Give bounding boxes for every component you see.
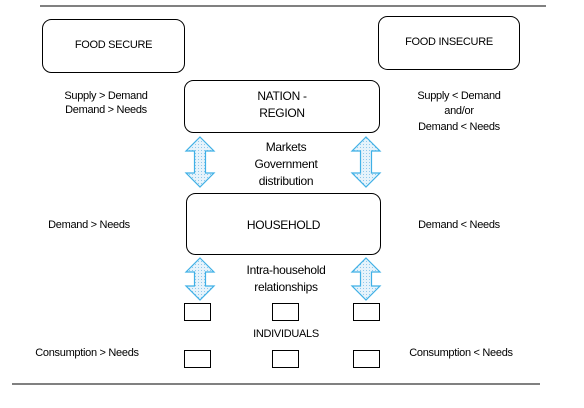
nation-region-line1: NATION - (257, 89, 307, 103)
intra-household-line1: Intra-household (246, 263, 326, 277)
individual-square (353, 303, 380, 321)
double-arrow-icon (184, 257, 216, 301)
secure-nation-line2: Demand > Needs (65, 104, 147, 116)
individuals-label: INDIVIDUALS (253, 328, 319, 340)
markets-line1: Markets (265, 140, 307, 154)
double-arrow-icon (350, 257, 382, 301)
food-insecure-label: FOOD INSECURE (405, 36, 493, 48)
double-arrow-icon (184, 136, 216, 188)
household-box (186, 193, 381, 255)
insecure-nation-line1: Supply < Demand (417, 90, 501, 102)
double-arrow-icon (350, 136, 382, 188)
individual-square (272, 303, 299, 321)
insecure-nation-line2: and/or (444, 105, 474, 117)
individual-square (184, 350, 211, 368)
nation-region-line2: REGION (259, 106, 305, 120)
secure-nation-line1: Supply > Demand (64, 90, 148, 102)
food-insecure-box (378, 16, 520, 70)
insecure-nation-line3: Demand < Needs (418, 121, 500, 133)
household-label: HOUSEHOLD (246, 218, 321, 232)
nation-region-box (184, 80, 380, 133)
secure-individuals-label: Consumption > Needs (35, 347, 139, 359)
secure-household-label: Demand > Needs (48, 219, 130, 231)
individual-square (184, 303, 211, 321)
insecure-household-label: Demand < Needs (418, 219, 500, 231)
individual-square (353, 350, 380, 368)
individual-square (272, 350, 299, 368)
markets-line2: Government (254, 157, 318, 171)
markets-line3: distribution (258, 174, 314, 188)
food-secure-box (42, 19, 185, 73)
insecure-individuals-label: Consumption < Needs (409, 347, 513, 359)
food-secure-label: FOOD SECURE (74, 39, 153, 51)
intra-household-line2: relationships (254, 280, 318, 294)
